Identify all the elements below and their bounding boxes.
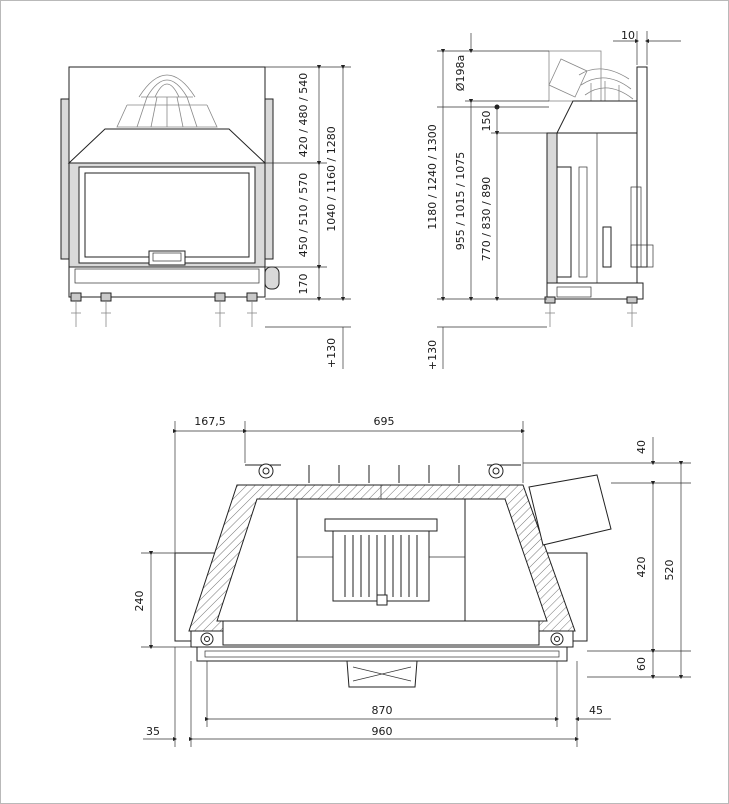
plan-front-width-label: 870 (372, 704, 393, 717)
front-view: 420 / 480 / 540 450 / 510 / 570 170 1040… (60, 64, 351, 369)
plan-grate (324, 518, 438, 606)
plan-inner-width-label: 695 (374, 415, 395, 428)
plan-dimensions: 167,5 695 40 420 60 520 240 (133, 415, 691, 747)
plan-front-depth-label: 60 (635, 657, 648, 671)
front-handle (148, 250, 186, 266)
plan-right-margin-label: 45 (589, 704, 603, 717)
front-opening-height-label: 450 / 510 / 570 (297, 173, 310, 257)
plan-side-offset-label: 167,5 (194, 415, 226, 428)
front-base (68, 266, 266, 298)
plan-flue-outlet (528, 474, 612, 546)
plan-rear-pins (245, 463, 521, 483)
plan-back-depth-label: 40 (635, 440, 648, 454)
front-legs (70, 292, 258, 327)
front-left-bracket (60, 98, 70, 260)
side-hood (556, 100, 638, 134)
side-flue-diameter-label: Ø198a (454, 55, 467, 91)
front-hood-height-label: 420 / 480 / 540 (297, 73, 310, 157)
front-total-height-label: 1040 / 1160 / 1280 (325, 126, 338, 231)
front-base-height-label: 170 (297, 274, 310, 295)
plan-view: 167,5 695 40 420 60 520 240 (133, 415, 691, 747)
side-top-offset-label: 10 (621, 29, 635, 42)
plan-door (196, 646, 568, 662)
plan-total-width-label: 960 (372, 725, 393, 738)
front-dimensions: 420 / 480 / 540 450 / 510 / 570 170 1040… (265, 64, 351, 369)
front-right-bracket (264, 98, 274, 260)
side-dimensions: 10 Ø198a 1180 / 1240 / 1300 955 / 1015 /… (426, 29, 681, 370)
plan-side-depth-label: 240 (133, 591, 146, 612)
side-leg-extension-label: +130 (426, 340, 439, 370)
plan-left-margin-label: 35 (146, 725, 160, 738)
front-side-outlet (264, 266, 280, 290)
side-flue-center-height-label: 955 / 1015 / 1075 (454, 152, 467, 250)
plan-body-depth-label: 420 (635, 557, 648, 578)
side-back-plate (636, 66, 648, 268)
front-glass (84, 172, 250, 258)
side-flue-offset-label: 150 (480, 111, 493, 132)
front-leg-extension-label: +130 (325, 338, 338, 368)
side-outlet-height-label: 770 / 830 / 890 (480, 177, 493, 261)
plan-total-depth-label: 520 (663, 560, 676, 581)
front-flue-dome (116, 74, 218, 128)
side-view: 10 Ø198a 1180 / 1240 / 1300 955 / 1015 /… (426, 29, 681, 370)
side-overall-height-label: 1180 / 1240 / 1300 (426, 124, 439, 229)
